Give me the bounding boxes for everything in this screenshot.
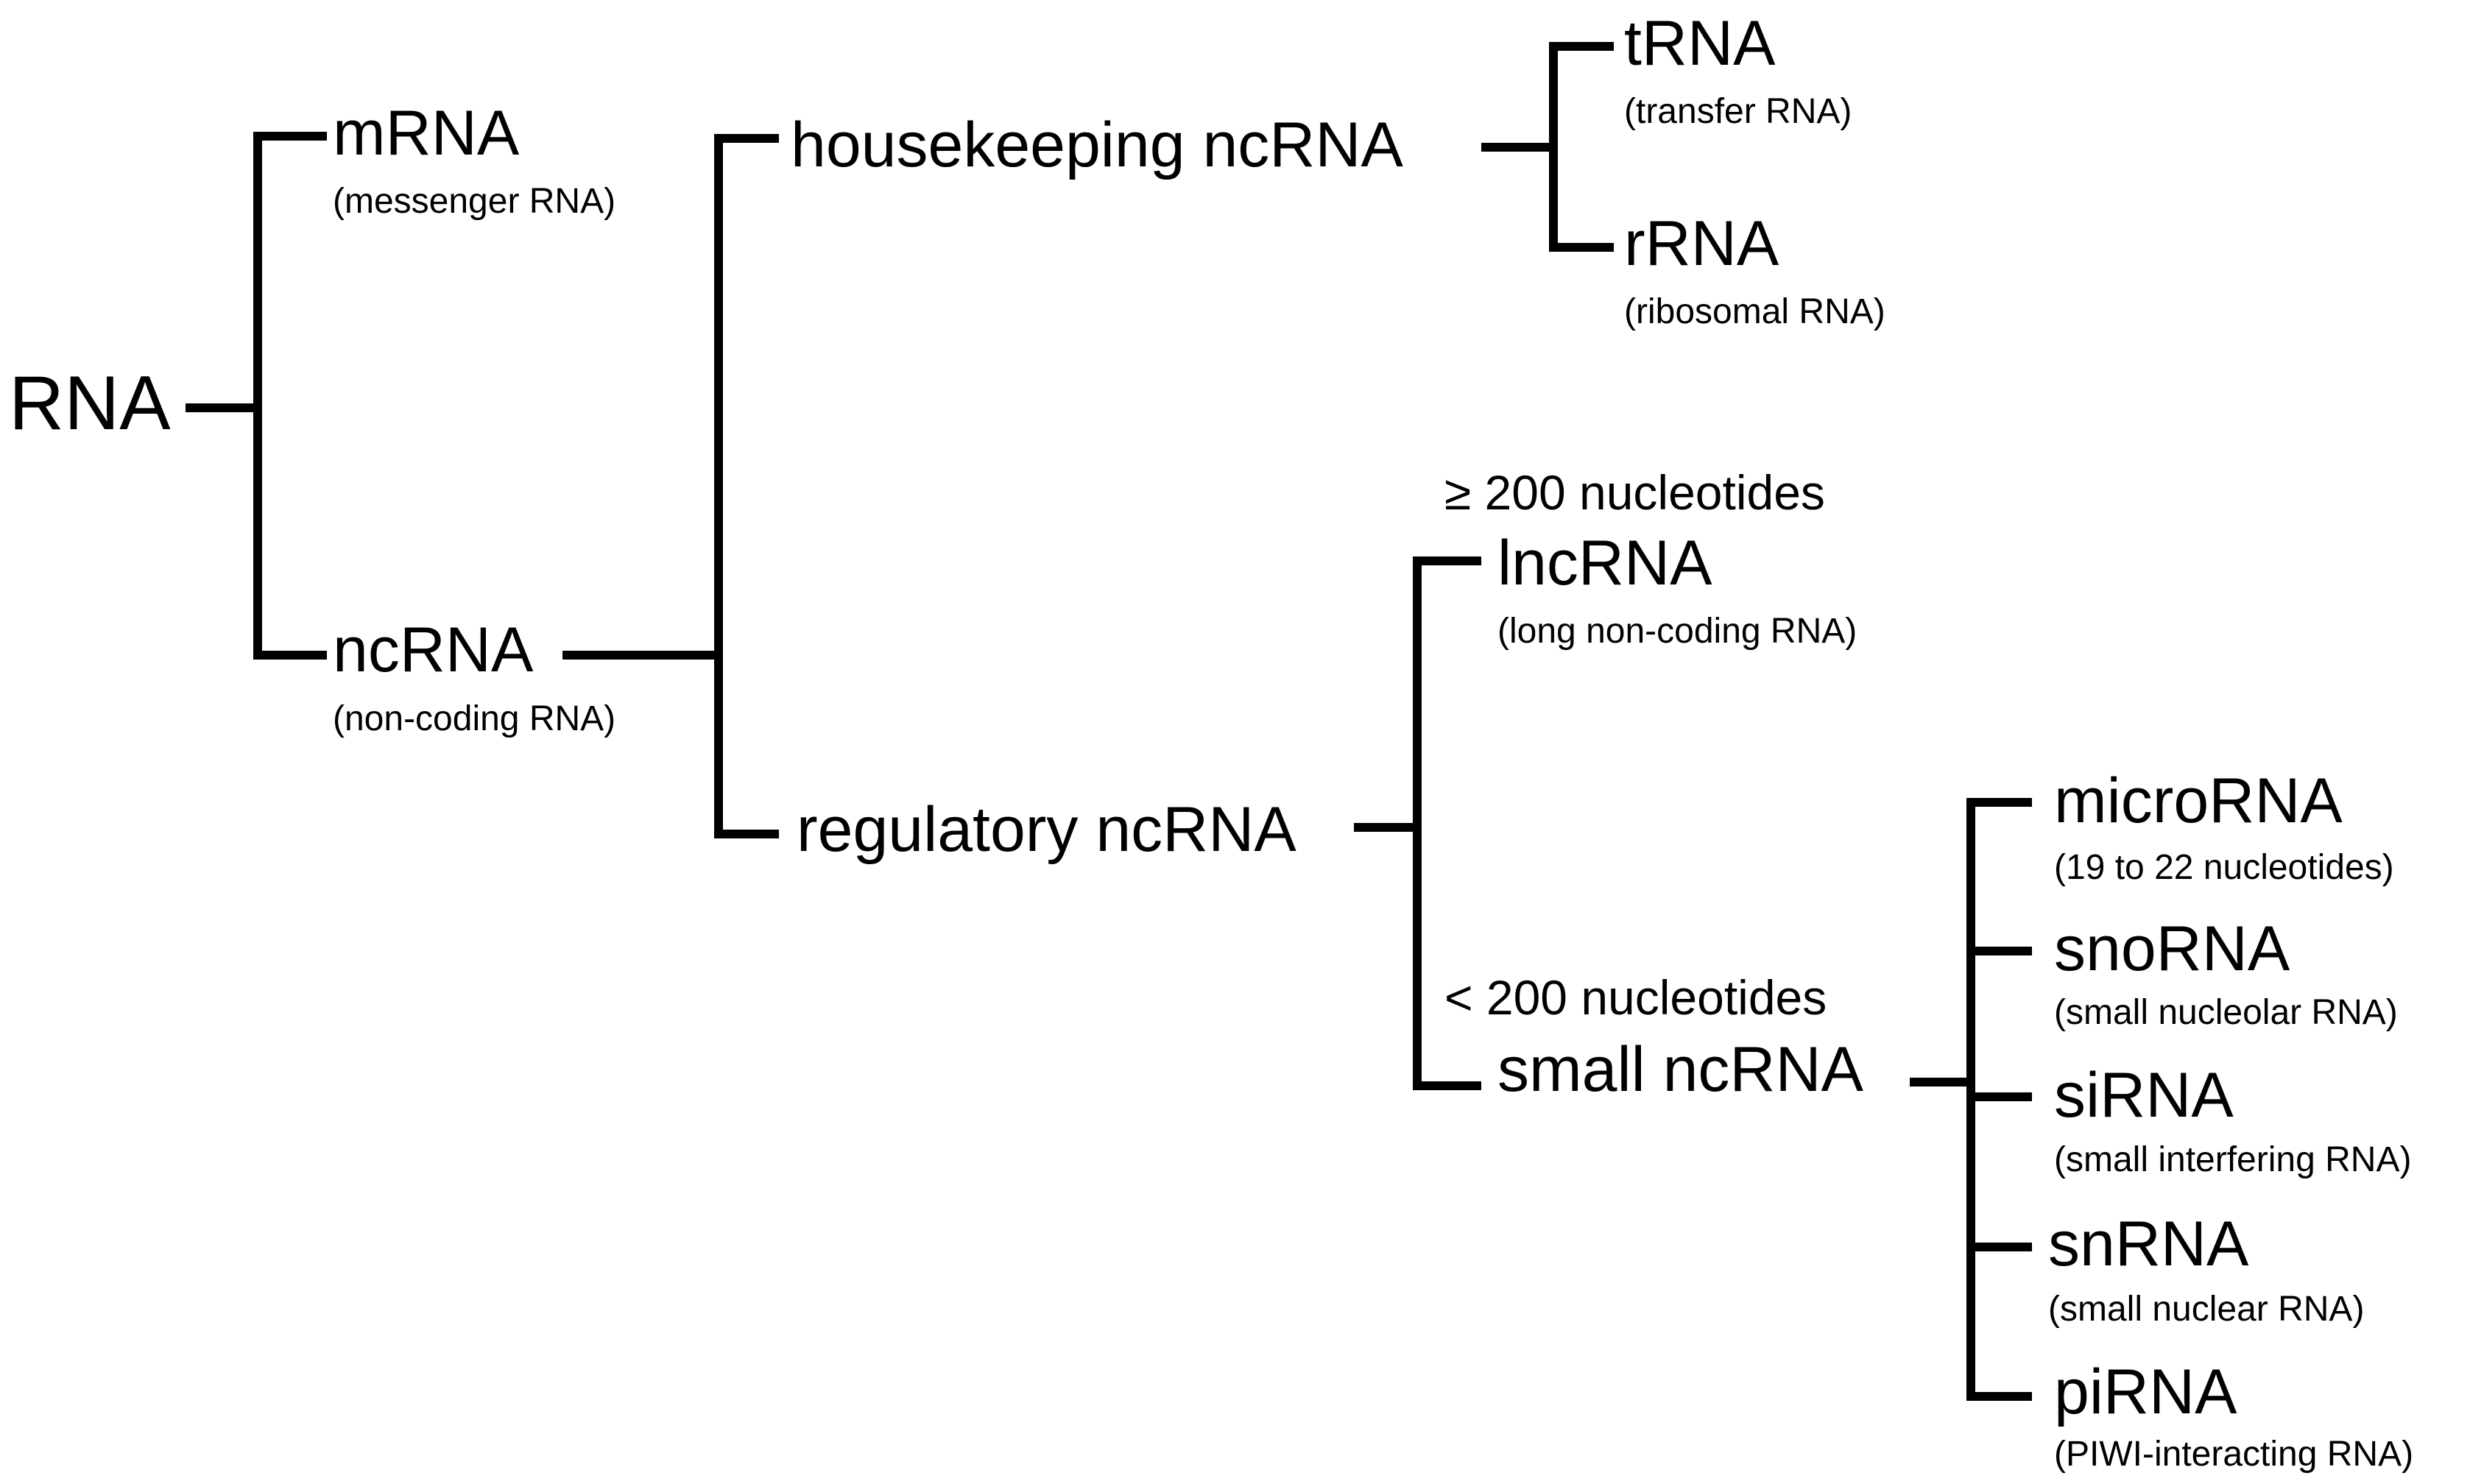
- node-microrna-subtitle: (19 to 22 nucleotides): [2054, 848, 2394, 887]
- node-small-ncrna: small ncRNA: [1497, 1034, 1863, 1105]
- node-microrna: microRNA: [2054, 766, 2343, 836]
- node-rrna-subtitle: (ribosomal RNA): [1624, 292, 1885, 331]
- node-ncrna-subtitle: (non-coding RNA): [333, 699, 616, 738]
- node-sirna-subtitle: (small interfering RNA): [2054, 1140, 2412, 1179]
- node-snorna: snoRNA: [2054, 914, 2290, 984]
- node-pirna: piRNA: [2054, 1357, 2237, 1427]
- node-ncrna: ncRNA: [333, 615, 534, 685]
- node-trna: tRNA: [1624, 8, 1776, 79]
- note-long-length: ≥ 200 nucleotides: [1444, 465, 1825, 520]
- node-mrna: mRNA: [333, 98, 520, 169]
- node-pirna-subtitle: (PIWI-interacting RNA): [2054, 1435, 2414, 1474]
- node-trna-subtitle: (transfer RNA): [1624, 92, 1852, 131]
- node-snrna-subtitle: (small nuclear RNA): [2048, 1290, 2365, 1329]
- node-snrna: snRNA: [2048, 1209, 2249, 1279]
- node-housekeeping-ncrna: housekeeping ncRNA: [791, 110, 1403, 180]
- note-short-length: < 200 nucleotides: [1444, 970, 1827, 1025]
- node-snorna-subtitle: (small nucleolar RNA): [2054, 993, 2398, 1032]
- node-regulatory-ncrna: regulatory ncRNA: [797, 794, 1296, 865]
- node-rrna: rRNA: [1624, 208, 1779, 279]
- node-mrna-subtitle: (messenger RNA): [333, 182, 616, 221]
- node-rna: RNA: [9, 361, 171, 446]
- node-lncrna-subtitle: (long non-coding RNA): [1497, 612, 1857, 651]
- node-lncrna: lncRNA: [1497, 528, 1712, 598]
- node-sirna: siRNA: [2054, 1060, 2234, 1131]
